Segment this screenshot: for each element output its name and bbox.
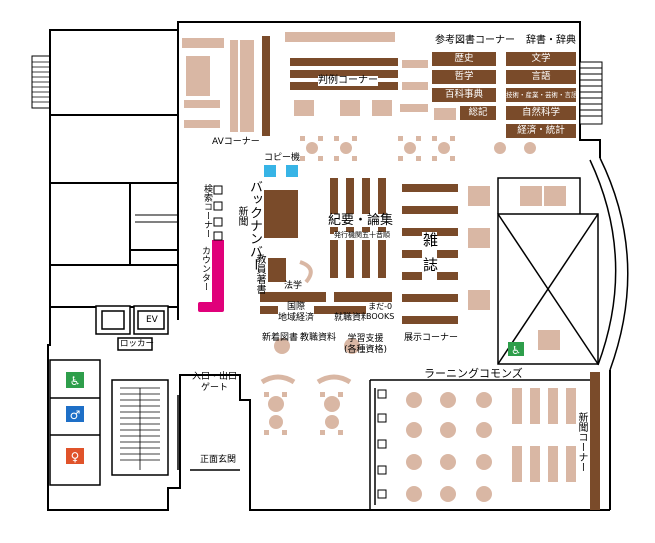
svg-text:♿: ♿ (70, 374, 81, 388)
faculty-books-label: 教員著書 (254, 254, 265, 294)
svg-text:♀: ♀ (71, 450, 80, 464)
bulletins-label: 紀要・論集 (328, 213, 394, 228)
learning-support-label: 学習支援 (各種資格) (344, 334, 388, 355)
employment-label: 就職資料 (334, 313, 371, 323)
law-label: 法学 (284, 281, 303, 291)
shelf-philosophy: 哲学 (432, 70, 496, 84)
bulletins-order-label: 発行機関五十音順 (334, 231, 390, 239)
new-books-label: 新着図書 (262, 333, 299, 343)
search-corner-label: 検索コーナー (202, 184, 212, 238)
case-law-label: 判例コーナー (318, 75, 378, 86)
learning-commons-label: ラーニングコモンズ (424, 367, 523, 380)
shelf-literature: 文学 (506, 52, 576, 66)
intl-regional-label: 国際 地域経済 (278, 302, 315, 324)
counter-label: カウンター (200, 246, 210, 291)
faculty-recommend-label: 教職資料 (300, 333, 337, 343)
magazines-label: 雑誌 (421, 232, 439, 282)
wheelchair-icon (66, 372, 84, 388)
male-restroom-icon (66, 406, 84, 422)
newspaper-label: 新聞 (236, 206, 247, 226)
av-corner-label: AVコーナー (212, 137, 260, 147)
copy-machine-label: コピー機 (264, 153, 301, 163)
shelf-tech: 技術・産業・芸術・言語 (506, 88, 578, 102)
reference-corner-label: 参考図書コーナー (435, 35, 515, 46)
main-entrance-label: 正面玄関 (200, 455, 237, 465)
shelf-encyclopedia: 百科事典 (432, 88, 496, 102)
shelf-economics: 経済・統計 (506, 124, 576, 138)
shelf-general: 総記 (460, 106, 496, 120)
backnumber-label: バックナンバー (247, 180, 262, 271)
ev-label: EV (146, 315, 158, 325)
svg-text:♂: ♂ (70, 408, 81, 422)
dictionaries-label: 辞書・辞典 (526, 35, 576, 46)
locker-label: ロッカー (120, 339, 155, 349)
shelf-history: 歴史 (432, 52, 496, 66)
shelf-language: 言語 (506, 70, 576, 84)
shelf-science: 自然科学 (506, 106, 576, 120)
entrance-gate-label: 入口・出口 ゲート (192, 372, 238, 393)
svg-text:♿: ♿ (511, 344, 521, 357)
female-restroom-icon (66, 448, 84, 464)
matsuo-books-label: まだ-0 BOOKS (366, 302, 395, 322)
wheelchair-icon (508, 342, 524, 356)
newspaper-corner-label: 新聞コーナー (576, 412, 587, 472)
exhibition-corner-label: 展示コーナー (404, 333, 459, 343)
